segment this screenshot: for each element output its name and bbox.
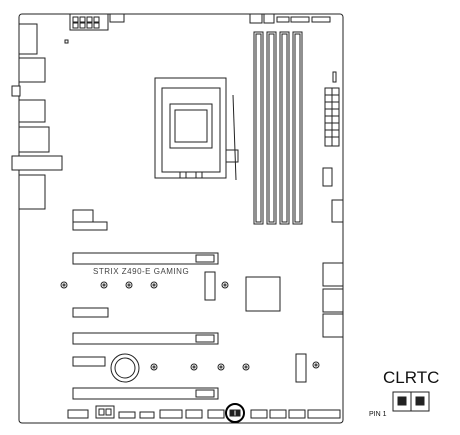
pcie-x16-slot-1	[72, 252, 219, 265]
m2-slot-2	[72, 356, 106, 367]
dimm-slots	[253, 31, 303, 225]
board-model-label: STRIX Z490-E GAMING	[93, 267, 189, 276]
cpu-socket	[154, 77, 239, 181]
clrtc-pin-diagram	[392, 391, 430, 412]
pin1-label: PIN 1	[369, 411, 387, 418]
top-power-connector	[69, 13, 125, 31]
sata-edge	[331, 199, 344, 223]
cmos-battery	[110, 353, 140, 383]
pcie-x1-slot	[72, 209, 108, 231]
pcie-x16-slot-3	[72, 387, 219, 400]
right-sata-ports	[322, 262, 344, 338]
small-header	[72, 307, 109, 318]
clrtc-title: CLRTC	[383, 368, 439, 387]
atx-power-connector	[324, 71, 340, 147]
rear-io-panel	[11, 23, 69, 210]
m2-slot-1	[204, 271, 216, 301]
pcie-x16-slot-2	[72, 332, 219, 345]
m2-standoffs-row-2	[150, 361, 320, 371]
usb-header	[322, 167, 333, 187]
m2-standoffs-row-1	[60, 281, 229, 289]
top-right-headers	[249, 13, 331, 24]
bottom-headers	[67, 405, 341, 419]
clrtc-header-onboard	[225, 403, 245, 423]
m2-slot-3	[295, 353, 307, 383]
chipset	[245, 276, 281, 312]
